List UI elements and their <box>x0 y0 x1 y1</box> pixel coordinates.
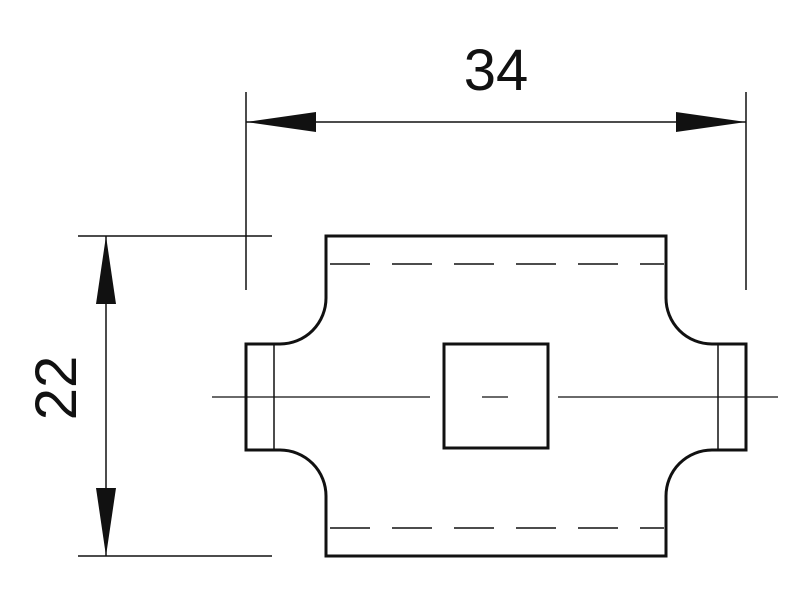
part-outline <box>244 234 748 558</box>
height-dimension: 22 <box>24 235 272 557</box>
width-arrow-right <box>676 112 746 132</box>
height-arrow-top <box>96 236 116 304</box>
height-arrow-bottom <box>96 488 116 556</box>
center-square-hole <box>442 342 550 450</box>
width-arrow-left <box>246 112 316 132</box>
height-dimension-label: 22 <box>24 356 89 421</box>
width-dimension-label: 34 <box>464 38 529 103</box>
width-dimension: 34 <box>245 38 747 290</box>
